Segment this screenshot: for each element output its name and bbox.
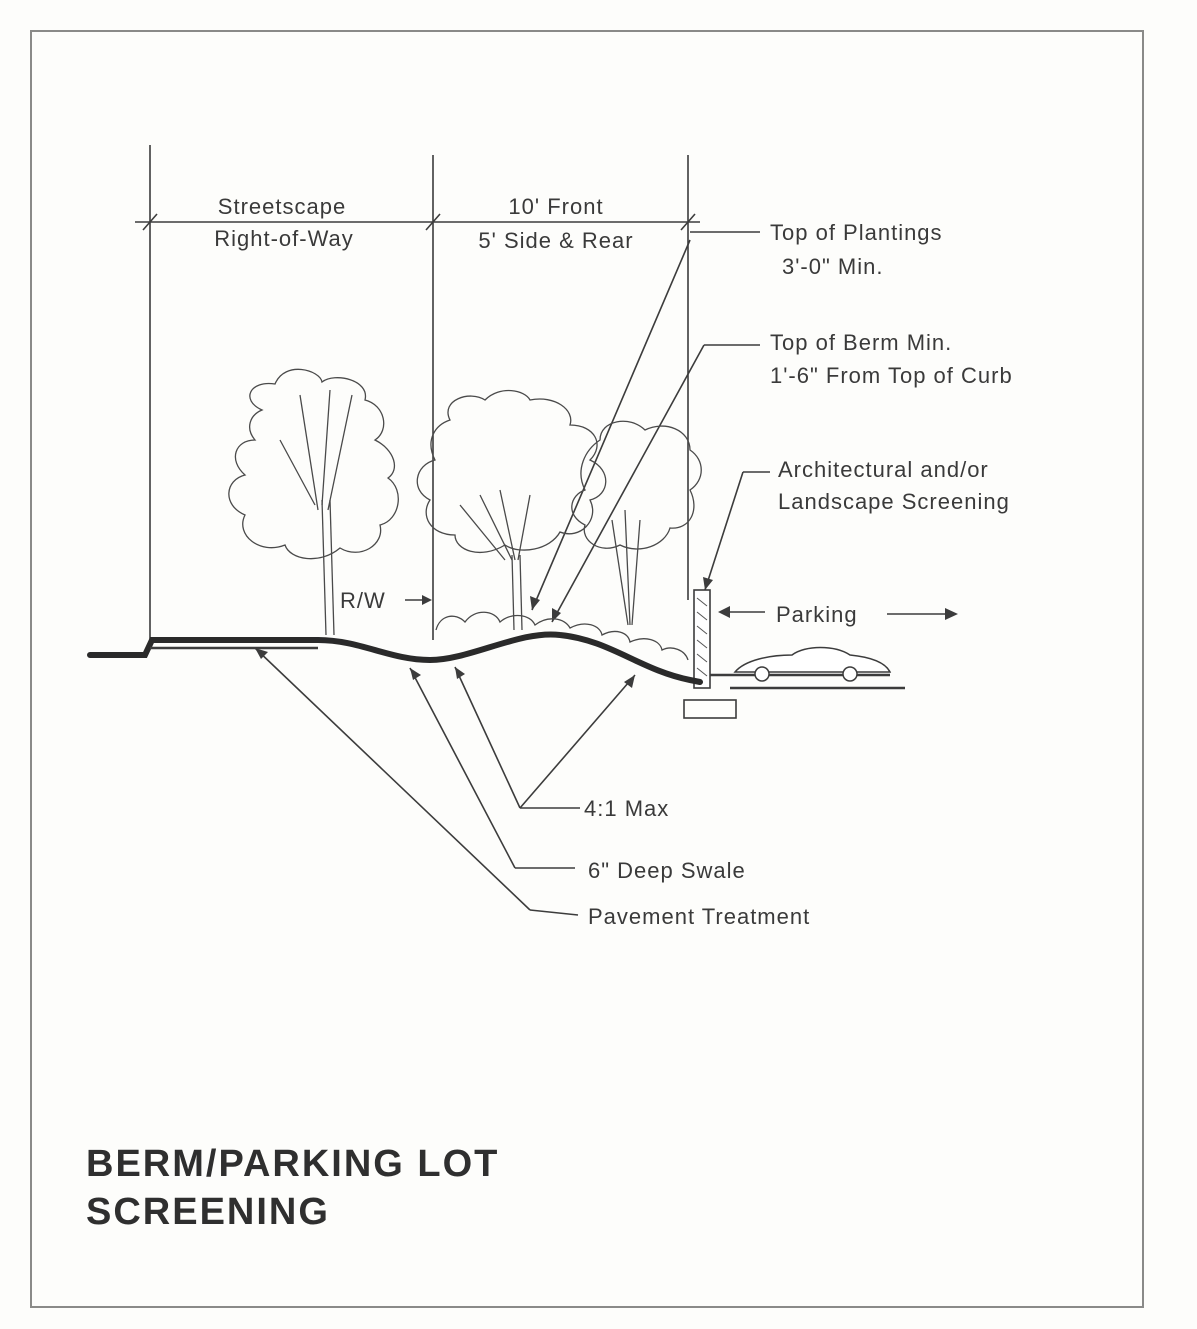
label-rw: R/W (340, 588, 386, 613)
label-right-of-way: Right-of-Way (214, 226, 354, 251)
drawing-border (30, 30, 1144, 1308)
label-landscape-screening: Landscape Screening (778, 489, 1010, 514)
label-front-setback: 10' Front (508, 194, 603, 219)
drawing-title: BERM/PARKING LOT SCREENING (86, 1140, 499, 1236)
slope-leader-right (519, 674, 636, 809)
screening-wall (693, 589, 711, 689)
tree-center (416, 389, 607, 631)
title-line-1: BERM/PARKING LOT (86, 1143, 500, 1185)
label-plantings-min: 3'-0" Min. (782, 254, 883, 279)
wall-footing (683, 699, 737, 719)
slope-leader-left (454, 666, 521, 809)
tree-left (228, 368, 399, 636)
label-streetscape: Streetscape (218, 194, 346, 219)
title-line-2: SCREENING (86, 1191, 330, 1233)
label-berm-height: 1'-6" From Top of Curb (770, 363, 1013, 388)
label-top-of-plantings: Top of Plantings (770, 220, 943, 245)
pavement-leader (254, 647, 531, 911)
label-side-rear-setback: 5' Side & Rear (478, 228, 633, 253)
shrub-row (435, 611, 689, 661)
swale-leader (409, 667, 516, 869)
label-architectural: Architectural and/or (778, 457, 989, 482)
label-top-of-berm: Top of Berm Min. (770, 330, 952, 355)
label-deep-swale: 6" Deep Swale (588, 858, 746, 883)
label-slope-max: 4:1 Max (584, 796, 669, 821)
berm-profile (315, 631, 703, 685)
label-pavement-treatment: Pavement Treatment (588, 904, 810, 929)
car-icon (733, 646, 892, 682)
tree-right (571, 420, 702, 626)
label-parking: Parking (776, 602, 858, 627)
